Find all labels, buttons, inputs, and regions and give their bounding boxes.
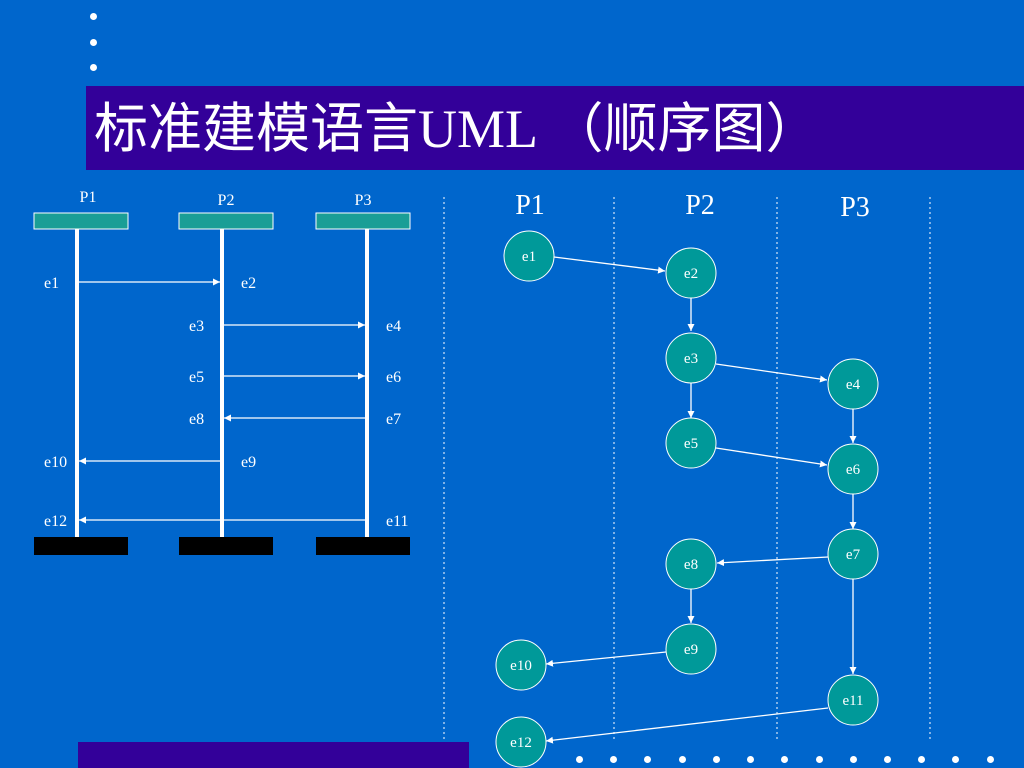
process-label-p3: P3	[355, 192, 372, 209]
decor-dot	[918, 756, 925, 763]
decor-dot	[576, 756, 583, 763]
decor-dot	[90, 64, 97, 71]
event-node-e3: e3	[665, 332, 717, 384]
decor-dot	[644, 756, 651, 763]
graph-edge	[716, 556, 829, 567]
decor-dot	[610, 756, 617, 763]
decor-dot	[884, 756, 891, 763]
event-node-label: e11	[842, 693, 863, 709]
event-node-label: e1	[522, 249, 536, 265]
process-label-p2: P2	[218, 192, 235, 209]
event-label: e2	[241, 275, 256, 292]
decor-dot	[952, 756, 959, 763]
event-node-label: e10	[510, 658, 532, 674]
event-label: e8	[189, 411, 204, 428]
lane-label-p3: P3	[840, 192, 870, 223]
event-label: e5	[189, 369, 204, 386]
event-node-e8: e8	[665, 538, 717, 590]
graph-edge	[553, 256, 666, 274]
bottom-band	[78, 742, 469, 768]
decor-dot	[850, 756, 857, 763]
decor-dot	[816, 756, 823, 763]
event-node-e2: e2	[665, 247, 717, 299]
event-label: e4	[386, 318, 401, 335]
event-node-e4: e4	[827, 358, 879, 410]
event-node-label: e7	[846, 547, 861, 563]
event-label: e12	[44, 513, 67, 530]
process-head-p2	[178, 212, 274, 230]
event-label: e11	[386, 513, 409, 530]
event-label: e10	[44, 454, 67, 471]
decor-dot	[781, 756, 788, 763]
event-node-e7: e7	[827, 528, 879, 580]
event-node-e11: e11	[827, 674, 879, 726]
graph-edge	[715, 447, 828, 468]
event-node-label: e4	[846, 377, 861, 393]
lifeline-end-p3	[316, 537, 410, 555]
decor-dot	[90, 13, 97, 20]
sequence-diagram: P1 P2 P3 e1 e2 e3 e4 e5 e6 e8 e7 e10 e9 …	[33, 189, 411, 555]
event-node-label: e6	[846, 462, 861, 478]
title-band	[86, 86, 1024, 170]
event-node-e6: e6	[827, 443, 879, 495]
event-node-label: e8	[684, 557, 698, 573]
event-label: e1	[44, 275, 59, 292]
event-node-e9: e9	[665, 623, 717, 675]
graph-edge	[715, 363, 828, 383]
process-head-p3	[315, 212, 411, 230]
graph-edge	[545, 707, 829, 744]
slide-title: 标准建模语言UML （顺序图）	[94, 99, 820, 159]
process-head-p1	[33, 212, 129, 230]
event-node-e12: e12	[495, 716, 547, 768]
lifeline-end-p2	[179, 537, 273, 555]
decor-dot	[747, 756, 754, 763]
decor-dot	[987, 756, 994, 763]
decor-dot	[679, 756, 686, 763]
event-node-label: e2	[684, 266, 698, 282]
lane-label-p1: P1	[515, 190, 545, 221]
event-node-label: e9	[684, 642, 698, 658]
event-label: e9	[241, 454, 256, 471]
decor-dot	[713, 756, 720, 763]
lifeline-end-p1	[34, 537, 128, 555]
event-label: e6	[386, 369, 401, 386]
event-node-e10: e10	[495, 639, 547, 691]
event-node-label: e3	[684, 351, 698, 367]
lane-label-p2: P2	[685, 190, 715, 221]
event-label: e7	[386, 411, 401, 428]
process-label-p1: P1	[80, 189, 97, 206]
event-node-e5: e5	[665, 417, 717, 469]
graph-edge	[545, 651, 667, 667]
event-graph: P1 P2 P3 e1 e2 e3 e4	[443, 190, 931, 768]
decor-dot	[90, 39, 97, 46]
event-label: e3	[189, 318, 204, 335]
event-node-label: e12	[510, 735, 532, 751]
event-node-e1: e1	[503, 230, 555, 282]
event-node-label: e5	[684, 436, 698, 452]
